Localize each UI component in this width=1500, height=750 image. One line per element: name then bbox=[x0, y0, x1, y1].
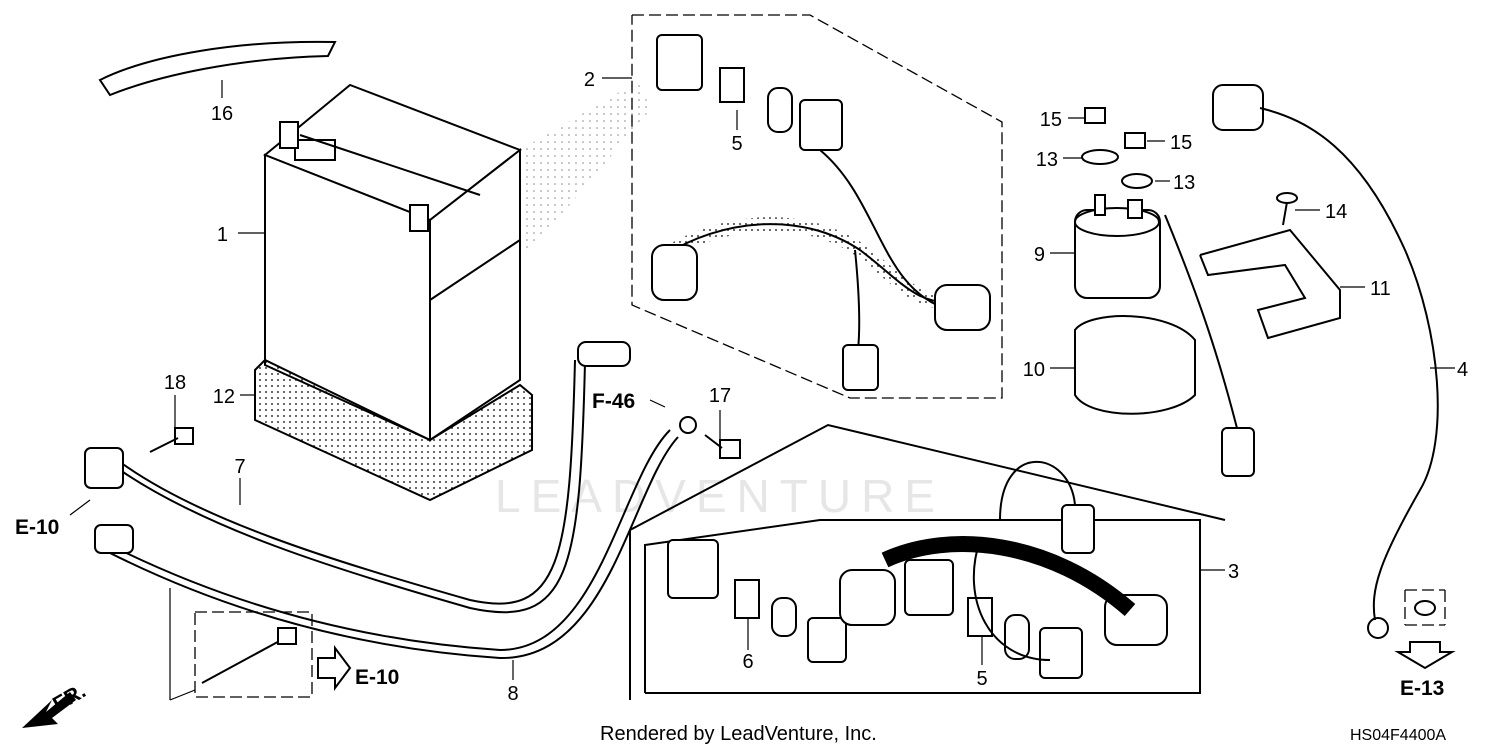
callout-2: 2 bbox=[584, 69, 595, 91]
callout-5-lower: 5 bbox=[976, 668, 987, 690]
harness-lower-box bbox=[629, 423, 1226, 700]
callout-15-right: 15 bbox=[1170, 132, 1192, 154]
callout-11: 11 bbox=[1370, 278, 1391, 300]
callout-16: 16 bbox=[211, 103, 233, 125]
callout-10: 10 bbox=[1023, 359, 1045, 381]
callout-13-right: 13 bbox=[1173, 172, 1195, 194]
callout-5-upper: 5 bbox=[731, 133, 742, 155]
relay-cover-part bbox=[1074, 315, 1196, 415]
ref-f46: F-46 bbox=[592, 390, 635, 413]
callout-4: 4 bbox=[1457, 359, 1468, 381]
callout-9: 9 bbox=[1034, 244, 1045, 266]
harness-upper-box bbox=[631, 14, 1003, 399]
starter-relay-part bbox=[1074, 194, 1255, 477]
battery-strap-part bbox=[98, 40, 337, 97]
callout-8: 8 bbox=[507, 683, 518, 705]
callout-15-left: 15 bbox=[1040, 109, 1062, 131]
cable-4-part bbox=[1212, 84, 1456, 670]
hardware-parts bbox=[1081, 107, 1298, 226]
callout-12: 12 bbox=[213, 386, 235, 408]
ref-e10-left: E-10 bbox=[15, 516, 59, 539]
callout-13-left: 13 bbox=[1036, 149, 1058, 171]
watermark-text: LEADVENTURE bbox=[495, 470, 945, 522]
rendered-by-credit: Rendered by LeadVenture, Inc. bbox=[600, 723, 877, 745]
callout-3: 3 bbox=[1228, 561, 1239, 583]
diagram-code: HS04F4400A bbox=[1350, 727, 1446, 744]
bolt-dashed-box bbox=[169, 588, 352, 701]
relay-bracket-part bbox=[1199, 228, 1341, 340]
callout-6: 6 bbox=[742, 651, 753, 673]
ref-e13: E-13 bbox=[1400, 677, 1444, 700]
front-arrow bbox=[22, 692, 76, 728]
bolt-18-part bbox=[149, 427, 194, 453]
callout-7: 7 bbox=[234, 456, 245, 478]
ref-e10-bottom: E-10 bbox=[355, 666, 399, 689]
callout-1: 1 bbox=[217, 224, 228, 246]
callout-18: 18 bbox=[164, 372, 186, 394]
battery-pad-part bbox=[254, 358, 533, 502]
bolt-17-part bbox=[704, 434, 741, 459]
callout-17: 17 bbox=[709, 385, 731, 407]
leader-lines bbox=[69, 77, 1455, 680]
callout-14: 14 bbox=[1325, 201, 1347, 223]
battery-cables-part bbox=[84, 341, 697, 660]
